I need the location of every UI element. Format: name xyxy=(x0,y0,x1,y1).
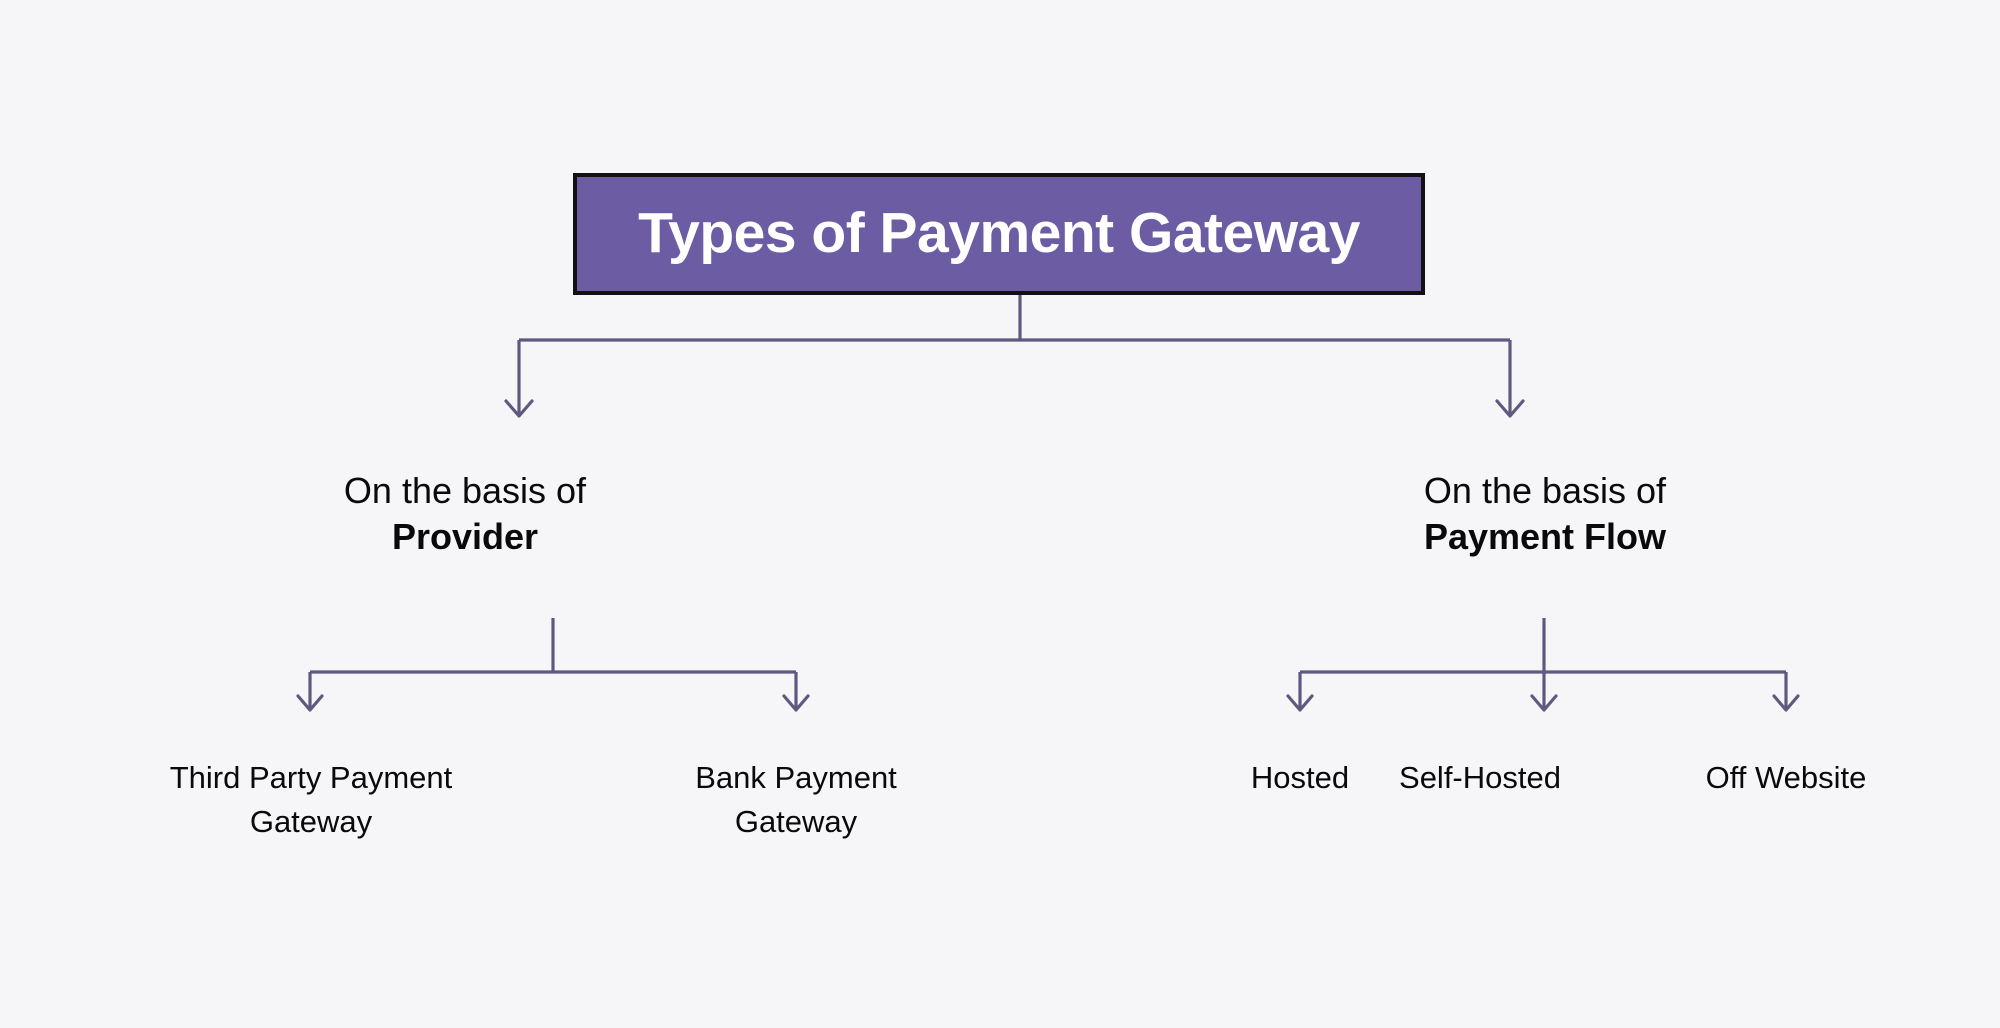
leaf-node-self-hosted[interactable]: Self-Hosted xyxy=(1300,756,1660,800)
branch-label-provider-line2: Provider xyxy=(391,516,539,558)
leaf-node-third-party-line2: Gateway xyxy=(249,804,373,840)
arrowhead-flow-right xyxy=(1772,694,1800,712)
leaf-node-bank-payment-gateway[interactable]: Bank Payment Gateway xyxy=(616,756,976,844)
branch-label-provider[interactable]: On the basis of Provider xyxy=(245,468,685,560)
arrowhead-provider-right xyxy=(782,694,810,712)
leaf-node-bank-line2: Gateway xyxy=(734,804,858,840)
root-node-label: Types of Payment Gateway xyxy=(638,201,1360,266)
leaf-node-hosted-label: Hosted xyxy=(1250,760,1350,795)
leaf-node-bank-line1: Bank Payment xyxy=(695,760,897,795)
branch-label-payment-flow-line2: Payment Flow xyxy=(1423,516,1667,558)
arrowhead-level1-left xyxy=(504,399,534,418)
root-node-types-of-payment-gateway[interactable]: Types of Payment Gateway xyxy=(573,173,1425,295)
branch-label-payment-flow[interactable]: On the basis of Payment Flow xyxy=(1325,468,1765,560)
leaf-node-hosted[interactable]: Hosted xyxy=(1120,756,1480,800)
leaf-node-third-party-payment-gateway[interactable]: Third Party Payment Gateway xyxy=(131,756,491,844)
branch-label-payment-flow-line1: On the basis of xyxy=(1423,470,1667,511)
leaf-node-off-website-label: Off Website xyxy=(1705,760,1867,795)
leaf-node-self-hosted-label: Self-Hosted xyxy=(1399,760,1561,795)
branch-label-provider-line1: On the basis of xyxy=(343,470,587,511)
arrowhead-flow-mid xyxy=(1530,694,1558,712)
arrowhead-level1-right xyxy=(1495,399,1525,418)
arrowhead-flow-left xyxy=(1286,694,1314,712)
leaf-node-off-website[interactable]: Off Website xyxy=(1606,756,1966,800)
arrowhead-provider-left xyxy=(296,694,324,712)
leaf-node-third-party-line1: Third Party Payment xyxy=(169,760,453,795)
